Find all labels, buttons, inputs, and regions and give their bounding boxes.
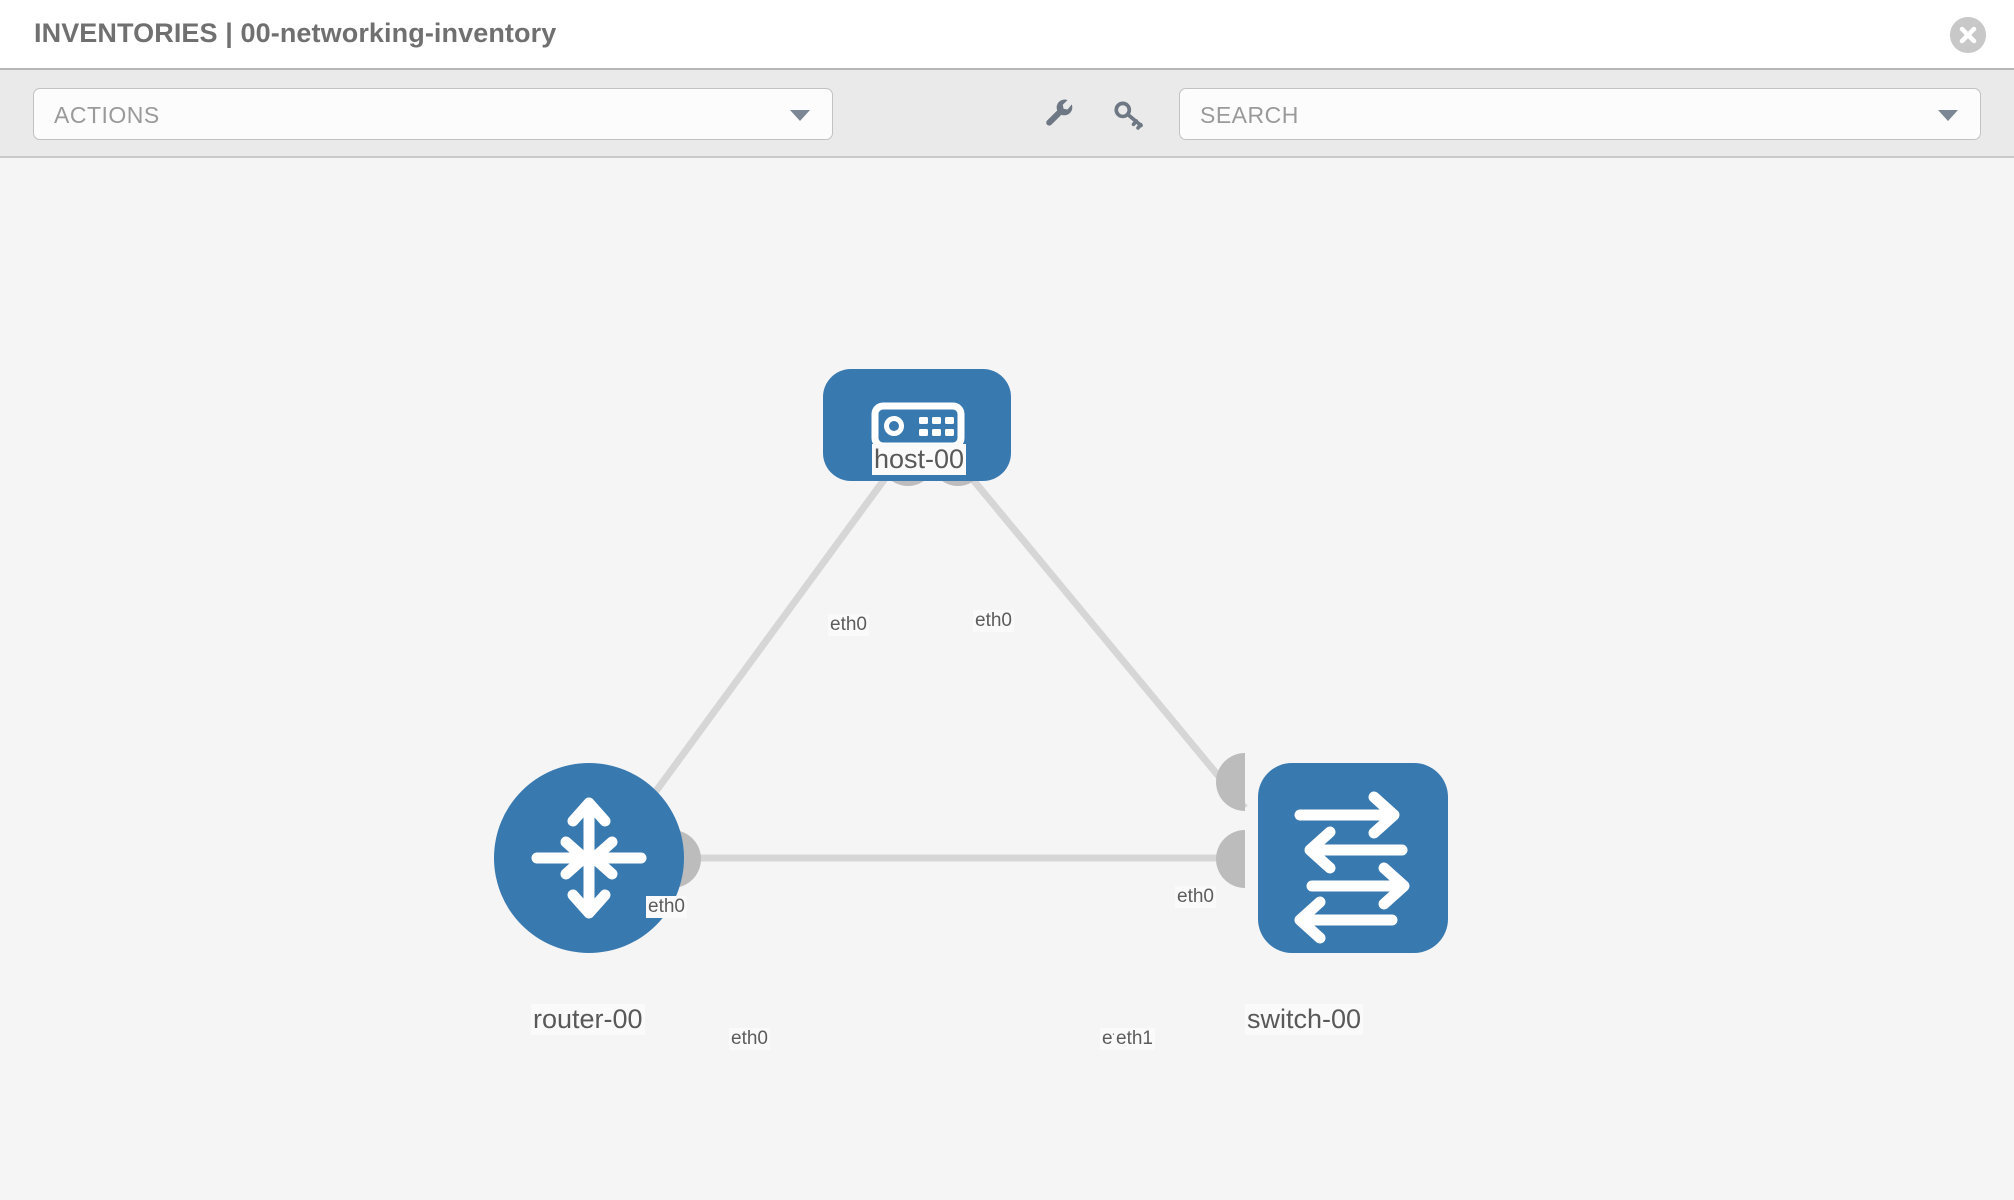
node-label-router-00[interactable]: router-00 <box>531 1004 645 1035</box>
edge-label-host00-eth0-right: eth0 <box>973 610 1014 632</box>
wrench-icon[interactable] <box>1043 98 1077 132</box>
close-icon[interactable] <box>1950 17 1986 53</box>
edge-label-router00-uplink-eth0: eth0 <box>646 896 687 918</box>
edge-host00-switch00[interactable] <box>952 455 1248 811</box>
search-input[interactable]: SEARCH <box>1179 88 1981 140</box>
switch-arrows-icon <box>1294 791 1410 944</box>
edge-label-router00-eth0: eth0 <box>729 1028 770 1050</box>
page-header: INVENTORIES | 00-networking-inventory <box>0 0 2014 70</box>
page-title: INVENTORIES | 00-networking-inventory <box>34 18 557 48</box>
node-router-00[interactable] <box>494 763 684 953</box>
toolbar: ACTIONS SEARCH <box>0 70 2014 158</box>
edge-label-switch00-uplink-eth0: eth0 <box>1175 886 1216 908</box>
topology-canvas[interactable]: host-00 router-00 switch-00 eth0 eth0 et… <box>0 158 2014 1200</box>
chevron-down-icon[interactable] <box>1938 110 1958 121</box>
edge-host00-router00[interactable] <box>637 455 903 816</box>
edge-label-host00-eth0-left: eth0 <box>828 614 869 636</box>
router-arrows-icon <box>531 797 647 919</box>
topology-graph <box>494 369 1448 953</box>
search-placeholder: SEARCH <box>1200 102 1299 128</box>
edge-label-switch00-eth1: eth1 <box>1114 1028 1155 1050</box>
actions-dropdown-label: ACTIONS <box>54 102 160 128</box>
chevron-down-icon <box>790 110 810 121</box>
node-label-host-00[interactable]: host-00 <box>872 444 967 475</box>
node-switch-00[interactable] <box>1258 763 1448 953</box>
port-group <box>672 458 1245 888</box>
node-label-switch-00[interactable]: switch-00 <box>1245 1004 1364 1035</box>
key-icon[interactable] <box>1112 98 1146 132</box>
edge-group <box>637 455 1248 862</box>
port-switch00-eth1 <box>1216 830 1245 888</box>
port-switch00-eth0 <box>1216 753 1245 811</box>
actions-dropdown[interactable]: ACTIONS <box>33 88 833 140</box>
